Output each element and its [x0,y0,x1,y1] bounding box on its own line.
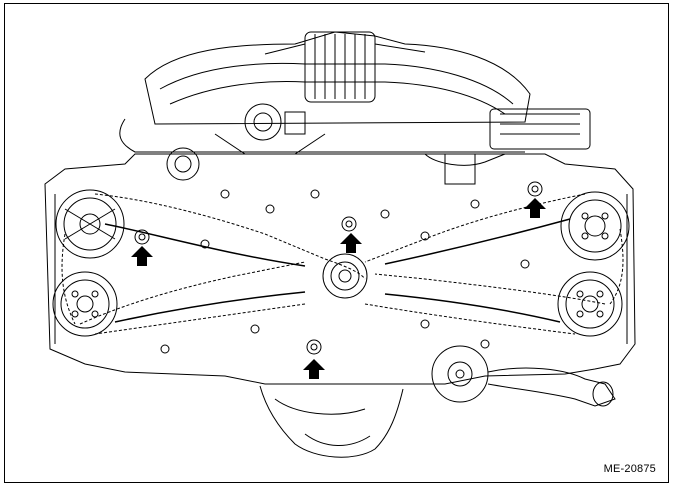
cam-sprocket-upper-left [55,189,125,259]
engine-front-diagram [44,31,636,458]
timing-chain-left [61,193,366,325]
chain-guides [104,218,571,323]
reference-code: ME-20875 [603,463,656,475]
arrow-center-bolt [340,233,362,253]
timing-chain-right [94,193,624,335]
arrow-left-bolt [131,246,153,266]
cam-sprocket-upper-right [560,191,630,261]
cam-sprocket-lower-right [557,271,623,337]
callout-bolts [134,181,543,355]
figure-frame: ME-20875 [4,3,669,483]
water-pump [431,345,616,407]
engine-block [44,153,636,385]
cam-sprocket-lower-left [52,271,118,337]
oil-pan [259,385,404,458]
arrow-bottom-bolt [303,359,325,379]
crank-sprocket [322,253,368,299]
arrow-right-bolt [524,198,546,218]
throttle-body [166,103,506,185]
intake-manifold [119,31,591,153]
bolt-holes [160,189,530,354]
